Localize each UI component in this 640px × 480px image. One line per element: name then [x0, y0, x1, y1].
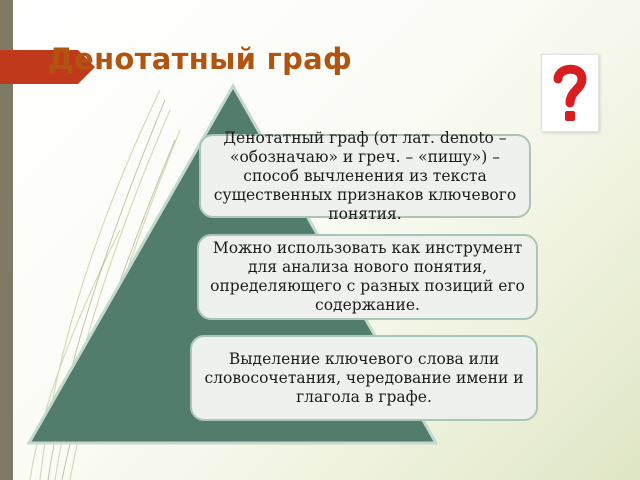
question-mark-icon: [541, 54, 599, 132]
method-text: Выделение ключевого слова или словосочет…: [204, 349, 524, 406]
slide-title: Денотатный граф: [48, 42, 353, 76]
definition-text: Денотатный граф (от лат. denoto – «обозн…: [213, 128, 517, 223]
title-tab: [0, 50, 95, 84]
method-box: Выделение ключевого слова или словосочет…: [190, 335, 538, 421]
usage-text: Можно использовать как инструмент для ан…: [210, 239, 525, 314]
left-accent-bar: [0, 0, 13, 480]
definition-box: Денотатный граф (от лат. denoto – «обозн…: [199, 129, 531, 223]
usage-box: Можно использовать как инструмент для ан…: [197, 234, 538, 320]
